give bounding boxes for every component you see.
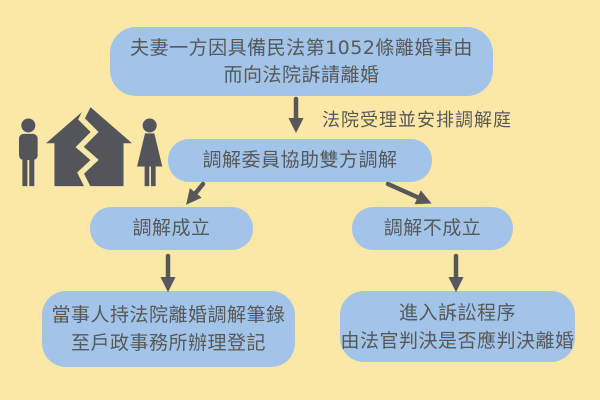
flow-box-litigation: 進入訴訟程序 由法官判決是否應判決離婚 [340, 291, 575, 362]
broken-home-divorce-icon [19, 104, 163, 188]
litigation-line-1: 進入訴訟程序 [398, 301, 516, 324]
flow-box-mediation-committee: 調解委員協助雙方調解 [168, 139, 432, 182]
broken-house-icon [46, 104, 132, 188]
arrow-mediation-to-success [186, 181, 206, 205]
flow-box-household-registration: 當事人持法院離婚調解筆錄 至戶政事務所辦理登記 [42, 291, 295, 367]
flow-box-mediation-failure: 調解不成立 [352, 207, 513, 250]
success-text: 調解成立 [132, 217, 211, 239]
arrow-mediation-to-failure [385, 181, 432, 205]
petition-line-2: 而向法院訴請離婚 [223, 63, 380, 86]
mediation-text: 調解委員協助雙方調解 [202, 149, 398, 171]
arrow-label-court-accepts: 法院受理並安排調解庭 [322, 110, 512, 131]
failure-text: 調解不成立 [383, 217, 482, 239]
flow-box-divorce-petition: 夫妻一方因具備民法第1052條離婚事由 而向法院訴請離婚 [110, 27, 493, 96]
petition-line-1: 夫妻一方因具備民法第1052條離婚事由 [130, 36, 473, 59]
flow-box-mediation-success: 調解成立 [90, 207, 253, 250]
registration-line-2: 至戶政事務所辦理登記 [70, 332, 266, 354]
man-icon [19, 118, 38, 187]
registration-line-1: 當事人持法院離婚調解筆錄 [51, 304, 286, 326]
woman-icon [137, 118, 163, 187]
litigation-line-2: 由法官判決是否應判決離婚 [340, 329, 575, 352]
